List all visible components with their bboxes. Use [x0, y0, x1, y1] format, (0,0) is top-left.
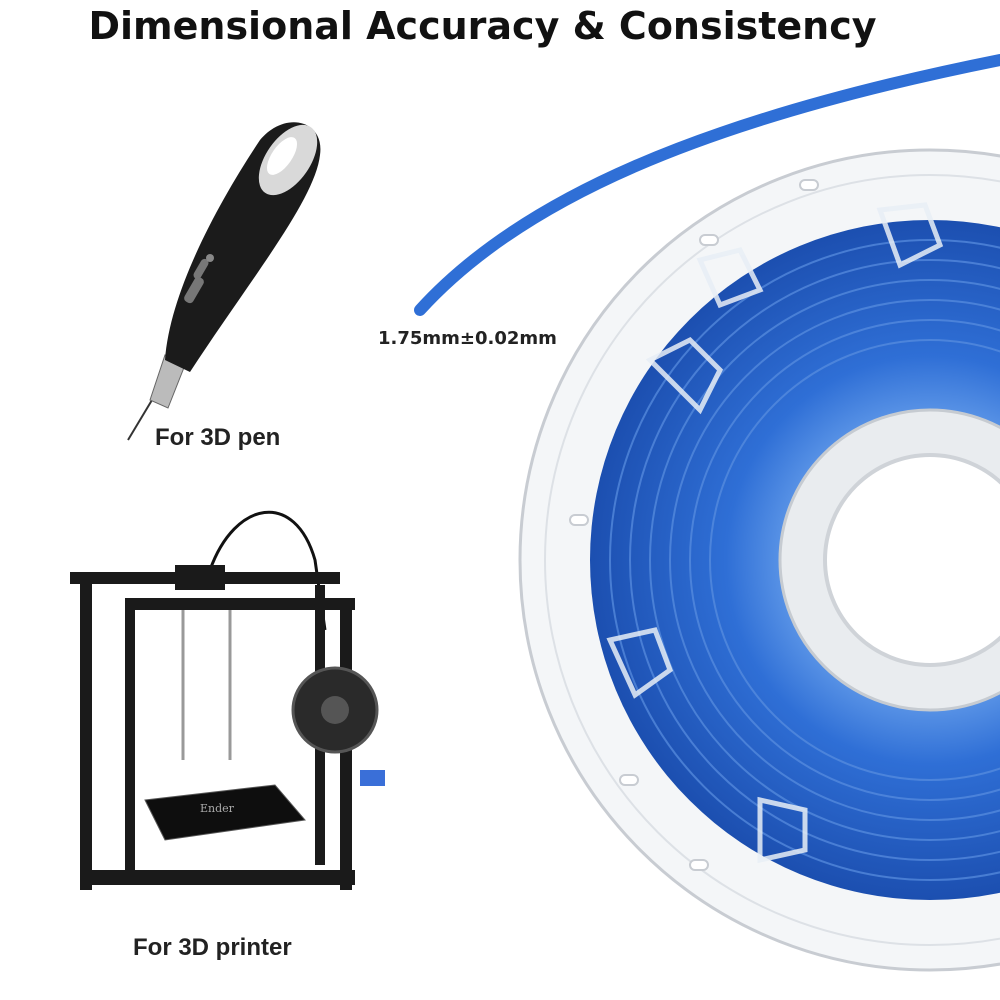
3d-printer-image: Ender: [70, 510, 385, 890]
filament-strand: [414, 54, 1000, 316]
pen-caption: For 3D pen: [155, 424, 281, 451]
diameter-tolerance-label: 1.75mm±0.02mm: [378, 328, 557, 349]
3d-pen-image: [127, 122, 321, 441]
printer-brand-logo: Ender: [200, 802, 235, 815]
printer-caption: For 3D printer: [133, 934, 292, 961]
page-title: Dimensional Accuracy & Consistency: [88, 4, 877, 48]
